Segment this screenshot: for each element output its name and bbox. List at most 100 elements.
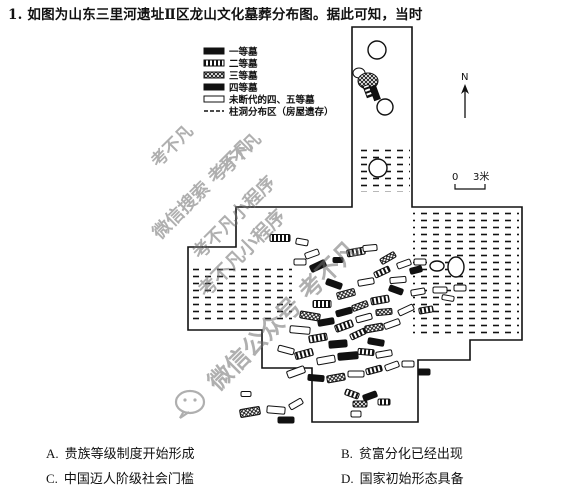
burial-grade5-20 — [441, 294, 455, 302]
burial-grade3-48 — [326, 372, 346, 384]
burial-grade5-46 — [286, 365, 306, 379]
burial-grade5-61 — [288, 397, 304, 411]
pits — [367, 40, 465, 278]
burial-grade5-14 — [357, 277, 375, 287]
watermark-a: 考不凡 — [146, 121, 198, 173]
burial-grade5-52 — [401, 360, 415, 368]
burial-grade2-34 — [308, 332, 328, 344]
legend-label-grade2: 二等墓 — [229, 58, 258, 70]
burial-grade5-29 — [355, 312, 373, 324]
legend-label-grade3: 三等墓 — [229, 70, 258, 82]
burial-grade5-9 — [396, 258, 412, 270]
burial-grade5-17 — [410, 287, 426, 297]
legend-label-grade4: 四等墓 — [229, 82, 258, 94]
burial-grade5-42 — [316, 354, 336, 366]
option-d-letter: D. — [341, 471, 354, 486]
legend-swatch-grade4 — [203, 83, 225, 91]
legend-swatch-grade1 — [203, 47, 225, 55]
burial-grade5-19 — [453, 284, 467, 292]
burial-grade1-35 — [328, 339, 348, 349]
option-c[interactable]: C. 中国迈人阶级社会门槛 — [46, 468, 194, 487]
legend-label-grade1: 一等墓 — [229, 46, 258, 58]
burial-grade5-40 — [277, 344, 295, 356]
burial-grade1-12 — [325, 278, 343, 290]
north-arrow: N — [461, 72, 469, 118]
legend-swatch-ungraded — [203, 95, 225, 103]
option-b[interactable]: B. 贫富分化已经出现 — [341, 443, 463, 462]
burial-grade5-1 — [295, 237, 309, 247]
burial-grade5-16 — [389, 275, 407, 285]
option-d[interactable]: D. 国家初始形态具备 — [341, 468, 464, 487]
burial-grade5-2 — [304, 248, 320, 260]
burial-grade2-28 — [334, 319, 354, 333]
burial-grade3-26 — [299, 310, 321, 322]
burial-grade5-33 — [289, 325, 311, 335]
dwelling-areas — [192, 146, 519, 337]
burial-grade1-56 — [362, 390, 378, 402]
burial-grade1-27 — [317, 317, 335, 327]
burial-grade2-25 — [312, 300, 332, 308]
burial-grade5-51 — [384, 360, 400, 372]
north-label: N — [461, 72, 468, 83]
burial-grade1-43 — [337, 351, 359, 361]
burial-grade3-13 — [336, 288, 356, 300]
burial-grade5-49 — [347, 370, 365, 378]
burials — [239, 234, 467, 424]
burial-grade4-63 — [277, 416, 295, 424]
scale-zero: 0 — [452, 172, 458, 183]
option-b-text: 贫富分化已经出现 — [358, 447, 463, 462]
burial-grade5-38 — [383, 318, 401, 330]
burial-grade3-8 — [379, 251, 397, 265]
legend-swatch-grade2 — [203, 59, 225, 67]
option-b-letter: B. — [341, 446, 353, 461]
burial-grade3-30 — [375, 307, 393, 317]
dwelling-area-east — [413, 211, 519, 337]
north-burial-cluster — [352, 67, 381, 102]
question-stem: 1. 如图为山东三里河遗址Ⅱ区龙山文化墓葬分布图。据此可知，当时 — [8, 3, 423, 23]
burial-grade5-10 — [413, 258, 427, 266]
burial-grade1-24 — [335, 306, 353, 318]
burial-grade3-55 — [352, 400, 368, 408]
option-c-letter: C. — [46, 471, 58, 486]
burial-grade2-15 — [373, 265, 391, 279]
burial-grade1-21 — [388, 284, 404, 296]
option-a[interactable]: A. 贵族等级制度开始形成 — [46, 443, 195, 462]
burial-grade5-58 — [350, 410, 362, 418]
burial-grade3-59 — [239, 406, 261, 418]
burial-grade5-18 — [432, 286, 448, 294]
burial-grade4-3 — [309, 259, 327, 273]
burial-grade4-53 — [417, 368, 431, 376]
legend-swatch-grade3 — [203, 71, 225, 79]
burial-grade5-60 — [266, 405, 286, 415]
burial-grade2-44 — [357, 347, 375, 357]
burial-grade5-45 — [375, 349, 393, 359]
legend: 一等墓 二等墓 三等墓 四等墓 未断代的四、五等墓 柱洞分布区（房屋遗存） — [203, 46, 334, 118]
burial-grade2-0 — [269, 234, 291, 242]
question-number: 1. — [8, 7, 23, 23]
dwelling-area-west — [192, 266, 292, 324]
burial-grade2-41 — [294, 348, 314, 360]
option-a-text: 贵族等级制度开始形成 — [64, 447, 195, 462]
burial-grade4-11 — [409, 265, 423, 275]
scale-length: 3米 — [473, 170, 489, 183]
burial-grade3-23 — [351, 300, 369, 312]
burial-grade1-39 — [367, 337, 385, 347]
burial-grade1-5 — [332, 257, 344, 263]
burial-grade3-37 — [364, 322, 384, 334]
option-c-text: 中国迈人阶级社会门槛 — [63, 472, 194, 487]
burial-grade2-50 — [365, 364, 383, 376]
burial-grade2-32 — [418, 305, 434, 315]
burial-grade5-62 — [240, 391, 252, 397]
burial-grade5-31 — [397, 303, 415, 317]
burial-grade2-57 — [377, 398, 391, 406]
burial-grade2-54 — [344, 388, 360, 400]
burial-grade2-22 — [370, 294, 390, 306]
burial-grade1-47 — [307, 373, 325, 383]
scale-bar: 0 3米 — [452, 170, 489, 190]
option-a-letter: A. — [46, 446, 59, 461]
question-text: 如图为山东三里河遗址Ⅱ区龙山文化墓葬分布图。据此可知，当时 — [27, 7, 423, 23]
wechat-logo-icon — [174, 389, 206, 419]
burial-grade5-4 — [293, 258, 307, 266]
option-d-text: 国家初始形态具备 — [359, 472, 464, 487]
